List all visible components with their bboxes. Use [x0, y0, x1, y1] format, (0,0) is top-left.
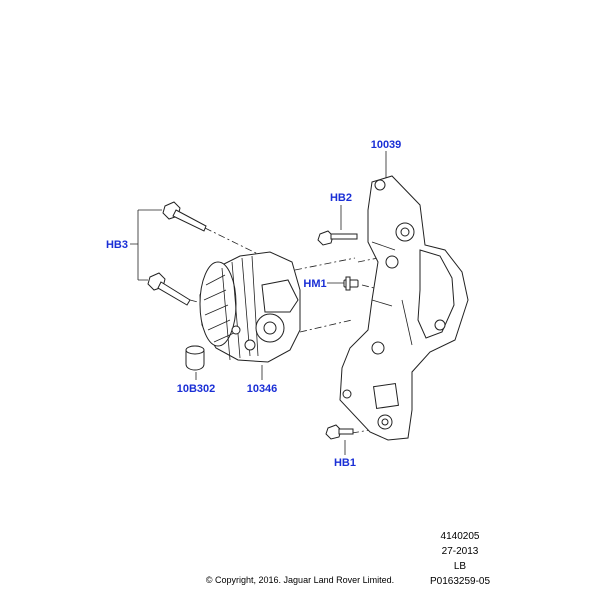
- callout-10b302[interactable]: 10B302: [177, 383, 216, 395]
- bolt-hb2[interactable]: [317, 230, 358, 246]
- reference-illustration-id: P0163259-05: [429, 576, 491, 587]
- protective-cap[interactable]: [185, 345, 205, 371]
- bolt-hb3-upper[interactable]: [162, 201, 207, 232]
- reference-model: LB: [453, 561, 467, 572]
- copyright-notice: © Copyright, 2016. Jaguar Land Rover Lim…: [205, 575, 395, 585]
- alternator-assembly[interactable]: [199, 251, 301, 363]
- reference-date: 27-2013: [441, 546, 479, 557]
- bolt-hb3-lower[interactable]: [147, 272, 191, 306]
- illustration-reference-block: 4140205 27-2013 LB P0163259-05: [420, 529, 500, 589]
- callout-hb1[interactable]: HB1: [334, 457, 356, 469]
- reference-code: 4140205: [440, 531, 480, 542]
- bolt-hb1[interactable]: [325, 424, 354, 440]
- callout-hm1[interactable]: HM1: [303, 278, 326, 290]
- stud-hm1[interactable]: [343, 276, 359, 291]
- alternator-mounting-bracket[interactable]: [339, 175, 469, 441]
- callout-hb3[interactable]: HB3: [106, 239, 128, 251]
- leader-lines: [130, 151, 387, 455]
- callout-10039[interactable]: 10039: [371, 139, 402, 151]
- callout-10346[interactable]: 10346: [247, 383, 278, 395]
- callout-hb2[interactable]: HB2: [330, 192, 352, 204]
